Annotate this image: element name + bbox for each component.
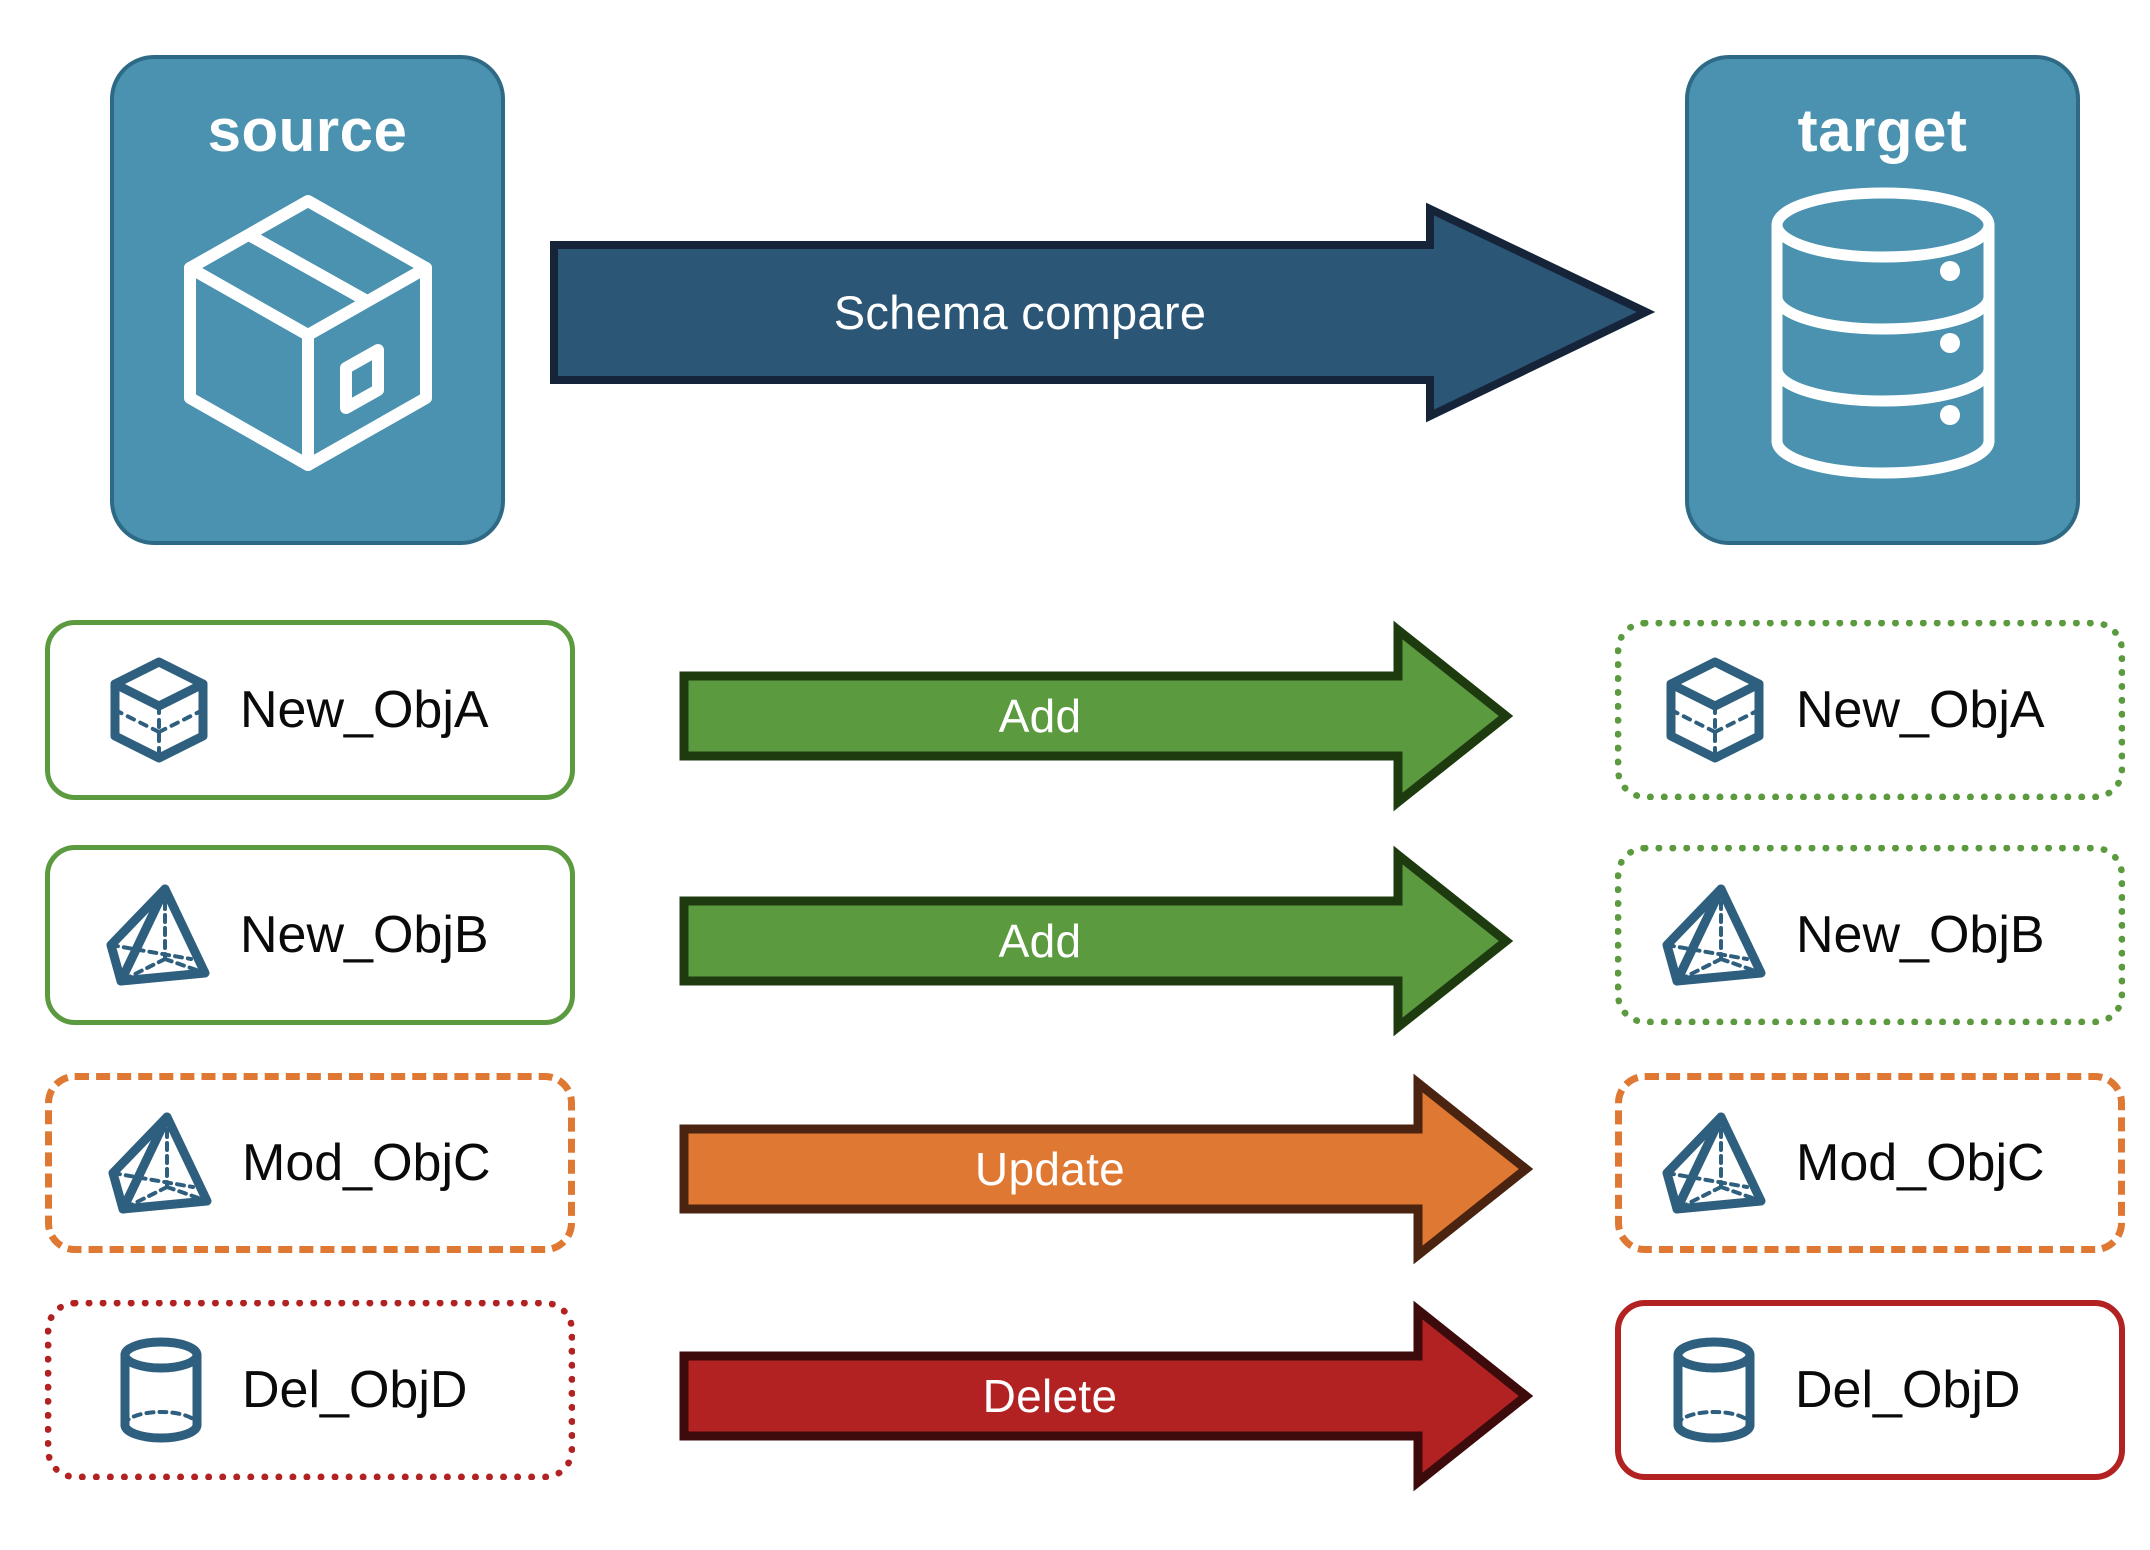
endpoint-target: target: [1685, 55, 2080, 545]
wireframe-cylinder-icon: [106, 1335, 216, 1445]
diff-row: New_ObjB Add: [0, 845, 2150, 1037]
diff-row: Mod_ObjC Update: [0, 1073, 2150, 1265]
target-object-label: Mod_ObjC: [1796, 1134, 2045, 1192]
wireframe-pyramid-icon: [104, 880, 214, 990]
source-object-card[interactable]: New_ObjA: [45, 620, 575, 800]
target-object-label: New_ObjA: [1796, 681, 2045, 739]
endpoint-target-title: target: [1797, 97, 1968, 164]
wireframe-pyramid-icon: [106, 1108, 216, 1218]
wireframe-cube-icon: [1660, 655, 1770, 765]
wireframe-pyramid-icon: [1660, 1108, 1770, 1218]
target-object-card[interactable]: New_ObjB: [1615, 845, 2125, 1025]
target-object-card[interactable]: New_ObjA: [1615, 620, 2125, 800]
wireframe-pyramid-icon: [1660, 880, 1770, 990]
target-object-label: Del_ObjD: [1795, 1361, 2021, 1419]
source-object-card[interactable]: New_ObjB: [45, 845, 575, 1025]
wireframe-cube-icon: [104, 655, 214, 765]
action-arrow-update: Update: [679, 1073, 1534, 1265]
diff-row: New_ObjA Add: [0, 620, 2150, 812]
action-arrow-add: Add: [679, 845, 1514, 1037]
package-box-icon: [168, 183, 448, 483]
target-object-card[interactable]: Del_ObjD: [1615, 1300, 2125, 1480]
endpoint-source: source: [110, 55, 505, 545]
target-object-label: New_ObjB: [1796, 906, 2045, 964]
source-object-label: New_ObjB: [240, 906, 489, 964]
action-arrow-delete: Delete: [679, 1300, 1534, 1492]
schema-compare-arrow: Schema compare: [550, 202, 1656, 423]
source-object-label: Mod_ObjC: [242, 1134, 491, 1192]
action-arrow-add: Add: [679, 620, 1514, 812]
source-object-label: New_ObjA: [240, 681, 489, 739]
source-object-card[interactable]: Mod_ObjC: [45, 1073, 575, 1253]
endpoint-source-title: source: [207, 97, 408, 164]
database-cylinder-icon: [1758, 183, 2008, 483]
source-object-label: Del_ObjD: [242, 1361, 468, 1419]
target-object-card[interactable]: Mod_ObjC: [1615, 1073, 2125, 1253]
source-object-card[interactable]: Del_ObjD: [45, 1300, 575, 1480]
wireframe-cylinder-icon: [1659, 1335, 1769, 1445]
diff-row: Del_ObjD Delete Del_ObjD: [0, 1300, 2150, 1492]
